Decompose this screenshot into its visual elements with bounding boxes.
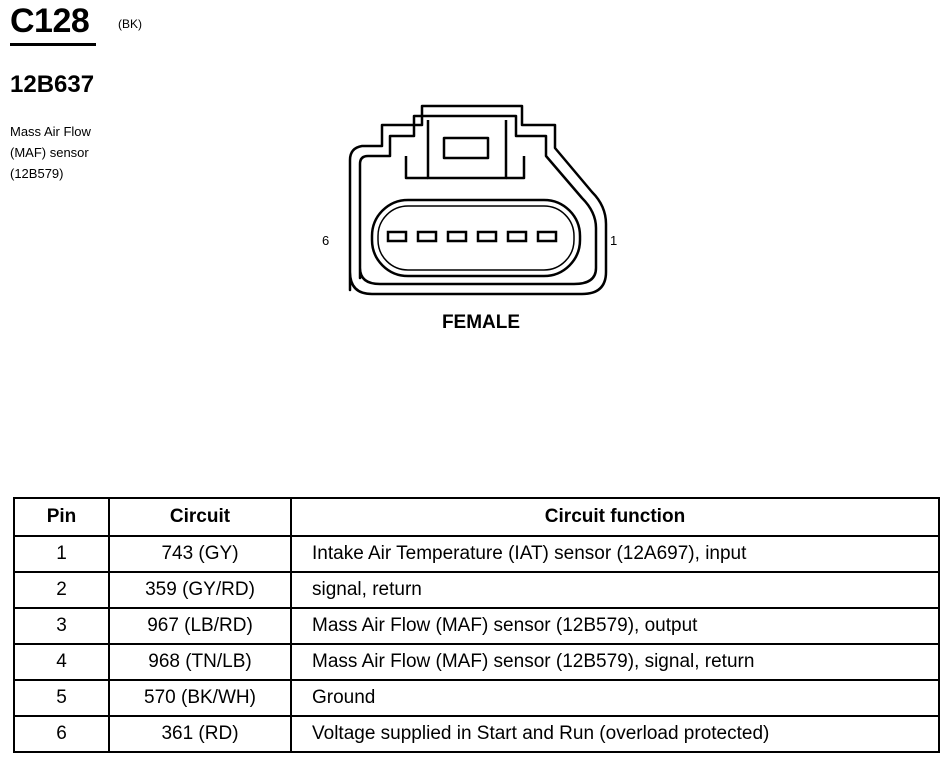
cell-circuit: 359 (GY/RD) [108,571,292,609]
cell-pin: 5 [13,679,110,717]
cell-pin: 1 [13,535,110,573]
pin-slot-3 [476,230,498,243]
cell-circuit: 967 (LB/RD) [108,607,292,645]
latch-window [442,136,490,160]
pin-label-left: 6 [322,233,329,248]
table-row: 6 361 (RD) Voltage supplied in Start and… [13,715,940,753]
pin-slot-5 [416,230,438,243]
cell-function: Mass Air Flow (MAF) sensor (12B579), out… [290,607,940,645]
latch-outline [426,120,508,180]
latch-rail-left [404,156,428,180]
cell-circuit: 743 (GY) [108,535,292,573]
header-pin: Pin [13,497,110,537]
pin-cavity-inner [377,205,575,271]
connector-face-diagram: 6 1 FEMALE [322,104,617,333]
housing-outer-outline [348,104,608,296]
pin-slot-6 [386,230,408,243]
view-label: FEMALE [442,312,520,333]
table-row: 5 570 (BK/WH) Ground [13,679,940,717]
description-line: Mass Air Flow [10,124,91,139]
cell-pin: 2 [13,571,110,609]
cell-function: signal, return [290,571,940,609]
cell-function: Voltage supplied in Start and Run (overl… [290,715,940,753]
pin-cavity [370,198,582,278]
table-row: 3 967 (LB/RD) Mass Air Flow (MAF) sensor… [13,607,940,645]
connector-color: (BK) [118,17,142,31]
table-row: 1 743 (GY) Intake Air Temperature (IAT) … [13,535,940,573]
pin-table: Pin Circuit Circuit function 1 743 (GY) … [13,497,940,753]
pin-slot-4 [446,230,468,243]
housing-inner-outline [358,114,598,286]
pin-slot-2 [506,230,528,243]
pin-label-right: 1 [610,233,617,248]
cell-pin: 6 [13,715,110,753]
cell-circuit: 570 (BK/WH) [108,679,292,717]
cell-pin: 4 [13,643,110,681]
header-circuit: Circuit [108,497,292,537]
part-number: 12B637 [10,71,95,98]
cell-function: Intake Air Temperature (IAT) sensor (12A… [290,535,940,573]
pin-slot-1 [536,230,558,243]
cell-circuit: 361 (RD) [108,715,292,753]
cell-function: Ground [290,679,940,717]
connector-id: C128 [10,2,90,40]
table-row: 4 968 (TN/LB) Mass Air Flow (MAF) sensor… [13,643,940,681]
cell-pin: 3 [13,607,110,645]
cell-function: Mass Air Flow (MAF) sensor (12B579), sig… [290,643,940,681]
connector-id-underline [10,43,96,46]
table-header-row: Pin Circuit Circuit function [13,497,940,537]
connector-description: Mass Air Flow (MAF) sensor (12B579) [10,121,91,184]
table-row: 2 359 (GY/RD) signal, return [13,571,940,609]
description-line: (12B579) [10,166,64,181]
cell-circuit: 968 (TN/LB) [108,643,292,681]
header-function: Circuit function [290,497,940,537]
description-line: (MAF) sensor [10,145,89,160]
latch-rail-right [506,156,526,180]
